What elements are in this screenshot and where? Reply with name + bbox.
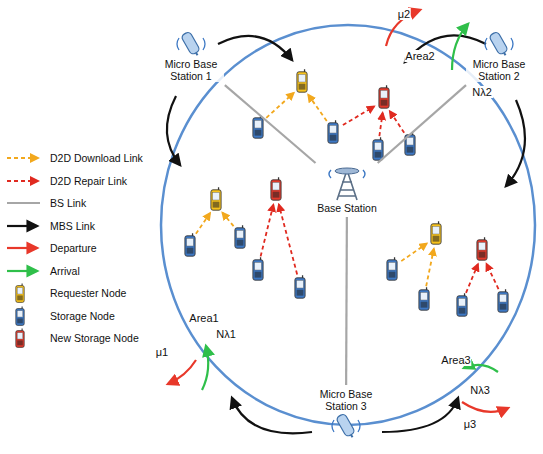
node-label: Micro Base Station 2: [466, 58, 532, 82]
legend-sample: [4, 328, 44, 348]
rate-label: Nλ2: [471, 86, 493, 98]
d2d-link: [222, 213, 233, 226]
legend-entry: BS Link: [4, 193, 86, 213]
phone-icon: [373, 137, 383, 160]
micro-base-station: Micro Base Station 2: [466, 30, 532, 82]
micro-base-station: Micro Base Station 3: [310, 388, 382, 440]
legend-text: Departure: [50, 242, 97, 254]
phone-icon: [16, 284, 24, 303]
rate-label: μ1: [155, 346, 169, 358]
d2d-link: [379, 113, 382, 136]
rate-label: μ2: [397, 8, 411, 20]
legend-text: Requester Node: [50, 287, 126, 299]
legend-text: D2D Repair Link: [50, 175, 127, 187]
legend-text: New Storage Node: [50, 332, 139, 344]
node-label: Base Station: [316, 202, 378, 214]
legend-sample: [4, 193, 44, 213]
legend-text: BS Link: [50, 197, 86, 209]
node-label: Micro Base Station 3: [310, 388, 382, 412]
legend-text: MBS Link: [50, 220, 95, 232]
d2d-link: [279, 205, 297, 275]
phone-icon: [253, 257, 263, 280]
legend-entry: Storage Node: [4, 306, 115, 326]
legend-sample: [4, 216, 44, 236]
d2d-link: [343, 106, 374, 125]
phone-icon: [387, 257, 397, 280]
phone-icon: [271, 177, 281, 200]
phone-icon: [431, 221, 441, 244]
phone-icon: [498, 289, 508, 312]
phone-icon: [295, 275, 305, 298]
legend-entry: New Storage Node: [4, 328, 139, 348]
phone-icon: [235, 225, 245, 248]
d2d-link: [426, 249, 434, 286]
phone-icon: [185, 233, 195, 256]
node-label: Micro Base Station 1: [158, 58, 224, 82]
d2d-link: [401, 243, 426, 261]
base-station-icon: [325, 166, 369, 202]
legend-text: Arrival: [50, 265, 80, 277]
micro-base-station-icon: [482, 30, 516, 58]
legend-entry: D2D Repair Link: [4, 171, 127, 191]
micro-base-station-icon: [329, 412, 363, 440]
legend-sample: [4, 283, 44, 303]
phone-icon: [16, 329, 24, 348]
area-label: Area1: [188, 312, 219, 324]
d2d-link: [196, 213, 210, 234]
phone-icon: [16, 306, 24, 325]
legend-sample: [4, 261, 44, 281]
rate-label: μ3: [463, 418, 477, 430]
legend-sample: [4, 171, 44, 191]
legend-entry: MBS Link: [4, 216, 95, 236]
phone-icon: [457, 293, 467, 316]
rate-label: Nλ1: [215, 328, 237, 340]
d2d-link: [266, 93, 293, 118]
bs-link: [225, 85, 316, 163]
area-label: Area3: [440, 354, 471, 366]
arrival-arrows: [202, 24, 498, 390]
bs-link: [345, 217, 348, 385]
legend-sample: [4, 238, 44, 258]
phone-icon: [253, 115, 263, 138]
phone-icon: [419, 287, 429, 310]
d2d-link: [308, 95, 327, 121]
d2d-link: [486, 264, 498, 289]
phone-icon: [297, 69, 307, 92]
area-label: Area2: [404, 50, 435, 62]
micro-base-station-icon: [174, 30, 208, 58]
d2d-link: [390, 111, 404, 133]
legend-entry: Requester Node: [4, 283, 126, 303]
legend-entry: Arrival: [4, 261, 80, 281]
d2d-link: [261, 205, 274, 257]
phone-icon: [379, 85, 389, 108]
legend-text: Storage Node: [50, 310, 115, 322]
legend-text: D2D Download Link: [50, 152, 143, 164]
phone-icon: [477, 237, 487, 260]
phone-icon: [328, 120, 338, 143]
phone-icon: [211, 187, 221, 210]
legend-sample: [4, 306, 44, 326]
legend-entry: D2D Download Link: [4, 148, 143, 168]
bs-link: [378, 85, 466, 163]
rate-label: Nλ3: [469, 384, 491, 396]
d2d-link: [466, 264, 478, 293]
base-station: Base Station: [316, 166, 378, 214]
micro-base-station: Micro Base Station 1: [158, 30, 224, 82]
legend-entry: Departure: [4, 238, 97, 258]
mbs-links: [167, 35, 525, 433]
legend-sample: [4, 148, 44, 168]
coverage-circle: [161, 25, 535, 425]
